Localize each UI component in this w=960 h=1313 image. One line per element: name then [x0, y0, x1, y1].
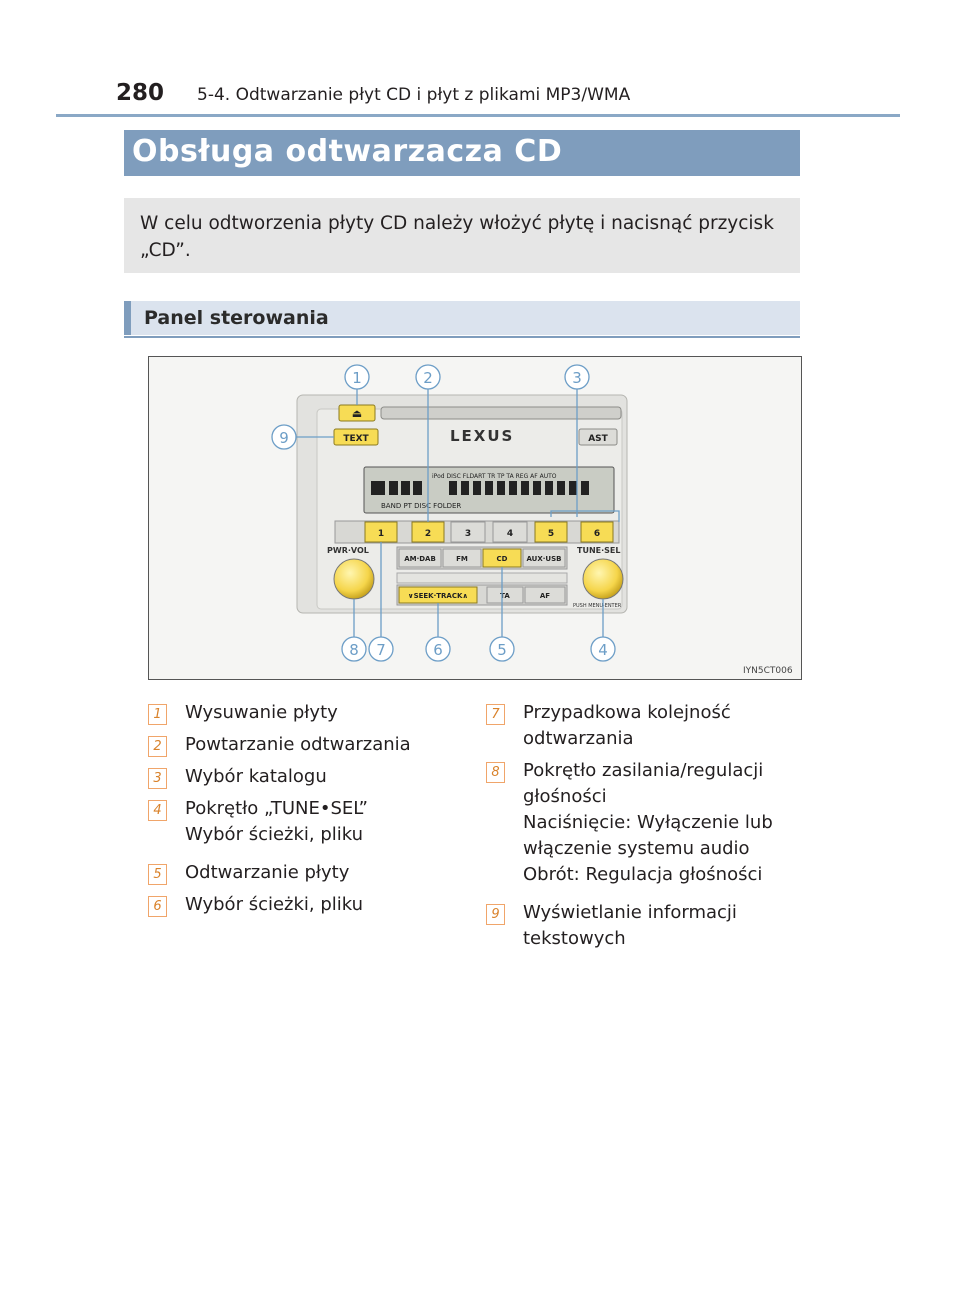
- aux-usb-label: AUX·USB: [526, 555, 561, 563]
- tune-sel-knob[interactable]: [582, 558, 624, 600]
- page-header: 280 5-4. Odtwarzanie płyt CD i płyt z pl…: [0, 0, 960, 120]
- intro-box: W celu odtworzenia płyty CD należy włoży…: [124, 198, 800, 273]
- fm-button[interactable]: [442, 548, 482, 568]
- display-segments: [371, 481, 589, 495]
- legend-number: 4: [148, 800, 167, 821]
- callout-circles: [271, 364, 616, 662]
- fm-label: FM: [456, 555, 468, 563]
- legend-number: 5: [148, 864, 167, 885]
- pwr-vol-label: PWR·VOL: [327, 546, 369, 555]
- callout-lines: [296, 389, 620, 637]
- figure-code: IYN5CT006: [743, 666, 793, 676]
- text-button-label: TEXT: [343, 434, 369, 444]
- cd-slot: [380, 406, 622, 420]
- ta-button[interactable]: [486, 586, 524, 604]
- preset-2-label: 2: [425, 529, 431, 539]
- display-top-labels: iPod DISC FLDART TR TP TA REG AF AUTO: [432, 473, 557, 480]
- af-button[interactable]: [524, 586, 566, 604]
- preset-1-label: 1: [378, 529, 384, 539]
- ta-label: TA: [500, 592, 510, 600]
- legend-text: Przypadkowa kolejność odtwarzania: [523, 702, 731, 749]
- brand-logo: LEXUS: [450, 427, 514, 445]
- subheading-rule: [124, 336, 800, 338]
- legend-number: 8: [486, 762, 505, 783]
- seek-track-label: ∨SEEK·TRACK∧: [408, 592, 468, 600]
- cd-label: CD: [497, 555, 508, 563]
- subheading-accent: [124, 301, 131, 335]
- control-panel-illustration: ⏏ TEXT LEXUS AST iPod DISC FLDART TR TP …: [271, 364, 793, 676]
- ast-button[interactable]: [578, 428, 618, 446]
- preset-3-label: 3: [465, 529, 471, 539]
- push-menu-label: PUSH MENU·ENTER: [573, 603, 622, 609]
- legend-number: 2: [148, 736, 167, 757]
- legend-text: Wysuwanie płyty: [185, 702, 338, 723]
- preset-3-button[interactable]: [450, 521, 486, 543]
- aux-usb-button[interactable]: [522, 548, 566, 568]
- legend-number: 3: [148, 768, 167, 789]
- legend-number: 7: [486, 704, 505, 725]
- am-dab-button[interactable]: [398, 548, 442, 568]
- callout-8: 8: [349, 641, 359, 659]
- header-rule: [56, 114, 900, 117]
- legend-text: Wybór katalogu: [185, 766, 327, 787]
- page-title-bar: Obsługa odtwarzacza CD: [124, 130, 800, 176]
- legend-number: 6: [148, 896, 167, 917]
- pwr-vol-knob[interactable]: [333, 558, 375, 600]
- preset-4-label: 4: [507, 529, 513, 539]
- legend-text: Wyświetlanie informacji tekstowych: [523, 902, 737, 949]
- preset-4-button[interactable]: [492, 521, 528, 543]
- eject-icon: ⏏: [352, 407, 362, 420]
- callout-5: 5: [497, 641, 507, 659]
- section-title: 5-4. Odtwarzanie płyt CD i płyt z plikam…: [197, 85, 631, 105]
- callout-4: 4: [598, 641, 608, 659]
- subheading: Panel sterowania: [144, 307, 329, 329]
- legend-text: Pokrętło zasilania/regulacji głośności N…: [523, 760, 773, 885]
- intro-text: W celu odtworzenia płyty CD należy włoży…: [140, 213, 774, 261]
- legend-number: 9: [486, 904, 505, 925]
- am-dab-label: AM·DAB: [404, 555, 436, 563]
- legend-text: Odtwarzanie płyty: [185, 862, 350, 883]
- legend-right: 7 Przypadkowa kolejność odtwarzania 8 Po…: [486, 700, 806, 960]
- legend-left: 1 Wysuwanie płyty 2 Powtarzanie odtwarza…: [148, 700, 478, 930]
- preset-5-button[interactable]: [534, 521, 568, 543]
- subheading-bar: Panel sterowania: [124, 301, 800, 335]
- control-panel-figure: ⏏ TEXT LEXUS AST iPod DISC FLDART TR TP …: [148, 356, 802, 680]
- page-title: Obsługa odtwarzacza CD: [132, 134, 563, 169]
- af-label: AF: [540, 592, 550, 600]
- callout-2: 2: [423, 369, 433, 387]
- ast-label: AST: [588, 434, 608, 444]
- preset-6-label: 6: [594, 529, 600, 539]
- preset-6-button[interactable]: [580, 521, 614, 543]
- callout-6: 6: [433, 641, 443, 659]
- legend-text: Powtarzanie odtwarzania: [185, 734, 411, 755]
- preset-5-label: 5: [548, 529, 554, 539]
- legend-text: Pokrętło „TUNE•SEL” Wybór ścieżki, pliku: [185, 798, 368, 845]
- callout-1: 1: [352, 369, 362, 387]
- callout-7: 7: [376, 641, 386, 659]
- callout-3: 3: [572, 369, 582, 387]
- page-number: 280: [116, 80, 165, 106]
- display-bottom-labels: BAND PT DISC FOLDER: [381, 502, 461, 510]
- tune-sel-label: TUNE·SEL: [577, 546, 620, 555]
- middle-strip: [396, 572, 568, 584]
- legend-text: Wybór ścieżki, pliku: [185, 894, 364, 915]
- callout-9: 9: [279, 429, 289, 447]
- legend-number: 1: [148, 704, 167, 725]
